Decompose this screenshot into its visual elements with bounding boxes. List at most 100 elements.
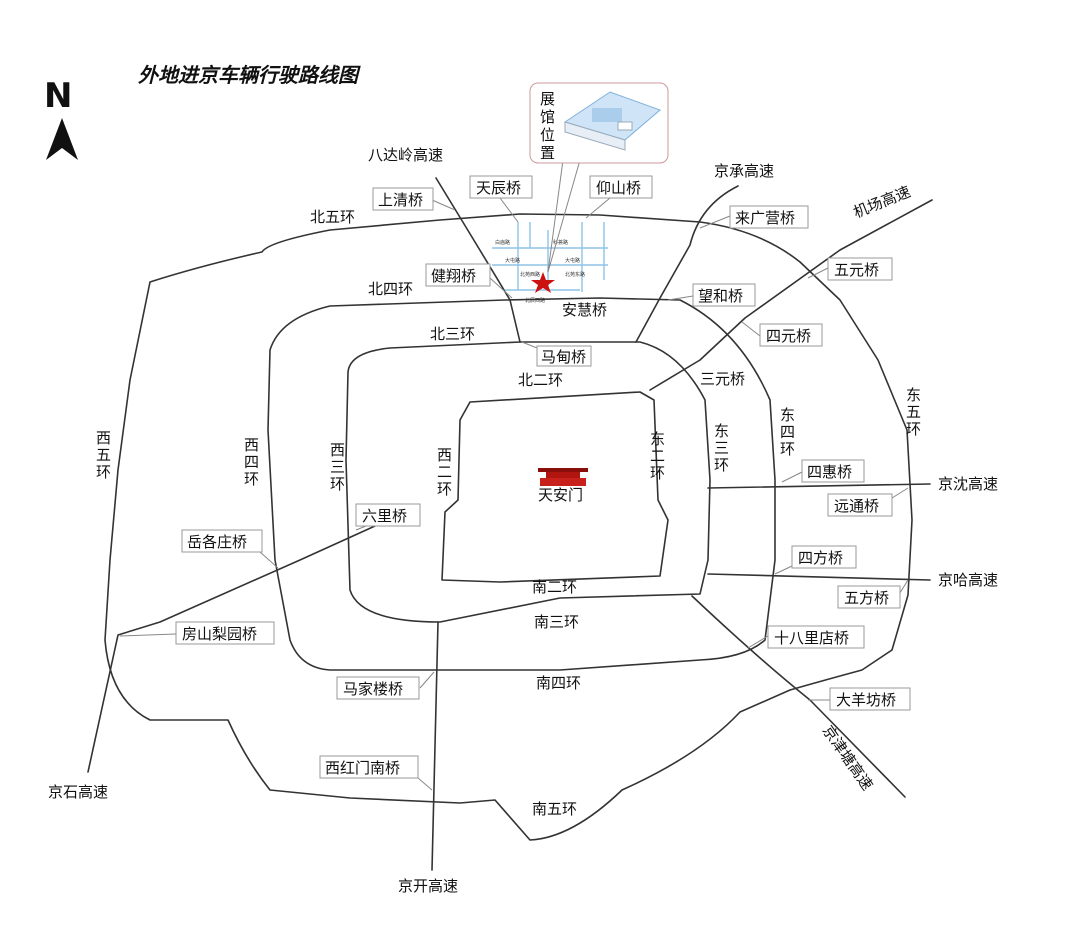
svg-text:西红门南桥: 西红门南桥 — [325, 759, 400, 777]
third-ring-road — [345, 341, 711, 623]
jingshen-expressway-label: 京沈高速 — [938, 475, 998, 493]
svg-text:五方桥: 五方桥 — [844, 589, 889, 607]
svg-text:环: 环 — [714, 456, 729, 474]
bridge-yuantong: 远通桥 — [827, 487, 909, 517]
north-arrow: N — [44, 76, 78, 160]
bridge-wanghe: 望和桥 — [667, 283, 756, 307]
svg-text:健翔桥: 健翔桥 — [431, 267, 476, 285]
svg-text:环: 环 — [330, 475, 345, 493]
jingkai-expressway-road — [431, 621, 439, 871]
svg-text:四元桥: 四元桥 — [766, 327, 811, 345]
exhibition-label-char: 馆 — [540, 108, 555, 126]
ring4-east-label: 东 四 环 — [780, 406, 795, 458]
bridge-fangshan-liyuan: 房山梨园桥 — [119, 621, 275, 645]
bridge-shibalidian: 十八里店桥 — [747, 625, 865, 649]
svg-text:来广营桥: 来广营桥 — [735, 209, 795, 227]
bridge-xihongmen-nan: 西红门南桥 — [319, 755, 433, 791]
svg-text:天辰桥: 天辰桥 — [476, 179, 521, 197]
svg-text:十八里店桥: 十八里店桥 — [774, 629, 849, 647]
ring2-west-label: 西 二 环 — [437, 446, 452, 498]
bridge-majialou: 马家楼桥 — [336, 671, 435, 700]
jingkai-expressway-label: 京开高速 — [398, 877, 458, 895]
ring3-west-label: 西 三 环 — [330, 441, 345, 493]
svg-text:六里桥: 六里桥 — [362, 507, 407, 525]
svg-text:岳各庄桥: 岳各庄桥 — [187, 533, 247, 551]
svg-text:东: 东 — [714, 422, 729, 440]
bridge-anhui: 安慧桥 — [562, 301, 607, 319]
bridge-wuyuan: 五元桥 — [807, 257, 893, 281]
street-label: 大屯路 — [565, 257, 580, 264]
bridge-wufang: 五方桥 — [837, 579, 909, 609]
street-label: 北苑西路 — [520, 271, 540, 278]
svg-text:五元桥: 五元桥 — [834, 261, 879, 279]
ring3-east-label: 东 三 环 — [714, 422, 729, 474]
ring3-south-label: 南三环 — [534, 613, 579, 631]
svg-text:房山梨园桥: 房山梨园桥 — [182, 625, 257, 643]
svg-text:望和桥: 望和桥 — [698, 287, 743, 305]
ring2-east-label: 东 二 环 — [650, 430, 665, 482]
svg-text:三: 三 — [714, 439, 729, 457]
north-letter: N — [44, 76, 72, 116]
svg-text:环: 环 — [780, 440, 795, 458]
street-label: 北辰西路 — [525, 297, 545, 304]
exhibition-label-char: 展 — [540, 90, 555, 108]
svg-text:东: 东 — [650, 430, 665, 448]
street-label: 白庙路 — [495, 239, 510, 246]
fourth-ring-road — [267, 297, 776, 671]
svg-text:马家楼桥: 马家楼桥 — [343, 680, 403, 698]
bridge-sanyuan: 三元桥 — [700, 370, 745, 388]
exhibition-star-icon — [531, 272, 555, 293]
jingshi-expressway-road — [87, 525, 376, 773]
bridge-laiguangying: 来广营桥 — [699, 205, 809, 229]
airport-expressway-road — [649, 199, 933, 391]
svg-text:环: 环 — [650, 464, 665, 482]
jingjintang-expressway-road — [691, 595, 906, 798]
ring5-east-label: 东 五 环 — [906, 386, 921, 438]
ring4-north-label: 北四环 — [368, 280, 413, 298]
svg-text:远通桥: 远通桥 — [834, 497, 879, 515]
ring5-north-label: 北五环 — [310, 208, 355, 226]
ring2-north-label: 北二环 — [518, 371, 563, 389]
map-title: 外地进京车辆行驶路线图 — [137, 63, 361, 87]
svg-text:环: 环 — [244, 470, 259, 488]
bridge-sihui: 四惠桥 — [781, 459, 865, 483]
exhibition-building-icon — [563, 91, 661, 151]
svg-text:四: 四 — [244, 453, 259, 471]
exhibition-callout: 展 馆 位 置 — [529, 82, 669, 273]
svg-text:五: 五 — [906, 403, 921, 421]
exhibition-label-char: 位 — [540, 126, 555, 144]
svg-text:马甸桥: 马甸桥 — [541, 348, 586, 366]
jingcheng-expressway-label: 京承高速 — [714, 162, 774, 180]
jingshen-expressway-road — [707, 483, 931, 489]
svg-text:西: 西 — [244, 436, 259, 454]
svg-text:五: 五 — [96, 446, 111, 464]
jingjintang-expressway-label: 京津塘高速 — [819, 722, 877, 794]
ring5-south-label: 南五环 — [532, 800, 577, 818]
svg-text:西: 西 — [330, 441, 345, 459]
tiananmen-icon — [538, 468, 588, 486]
exhibition-label-char: 置 — [540, 144, 555, 162]
jingshi-expressway-label: 京石高速 — [48, 783, 108, 801]
badaling-expressway-road — [435, 177, 521, 343]
ring3-north-label: 北三环 — [430, 325, 475, 343]
svg-text:仰山桥: 仰山桥 — [596, 179, 641, 197]
jingha-expressway-road — [707, 573, 931, 581]
svg-text:环: 环 — [437, 480, 452, 498]
bridge-dayangfang: 大羊坊桥 — [808, 687, 911, 711]
svg-text:二: 二 — [650, 447, 665, 465]
svg-text:二: 二 — [437, 463, 452, 481]
bridge-shangqing: 上清桥 — [372, 187, 456, 211]
bridge-yuegezhuang: 岳各庄桥 — [181, 529, 279, 569]
north-arrow-icon — [46, 118, 78, 160]
ring2-south-label: 南二环 — [532, 578, 577, 596]
ring5-west-label: 西 五 环 — [96, 429, 111, 481]
svg-text:环: 环 — [906, 420, 921, 438]
jingha-expressway-label: 京哈高速 — [938, 571, 998, 589]
svg-text:环: 环 — [96, 463, 111, 481]
street-label: 科荟路 — [553, 239, 568, 246]
bridge-tianchen: 天辰桥 — [469, 175, 533, 223]
fifth-ring-road — [104, 213, 913, 841]
bridge-sifang: 四方桥 — [774, 545, 857, 575]
bridge-jianxiang: 健翔桥 — [425, 263, 513, 299]
